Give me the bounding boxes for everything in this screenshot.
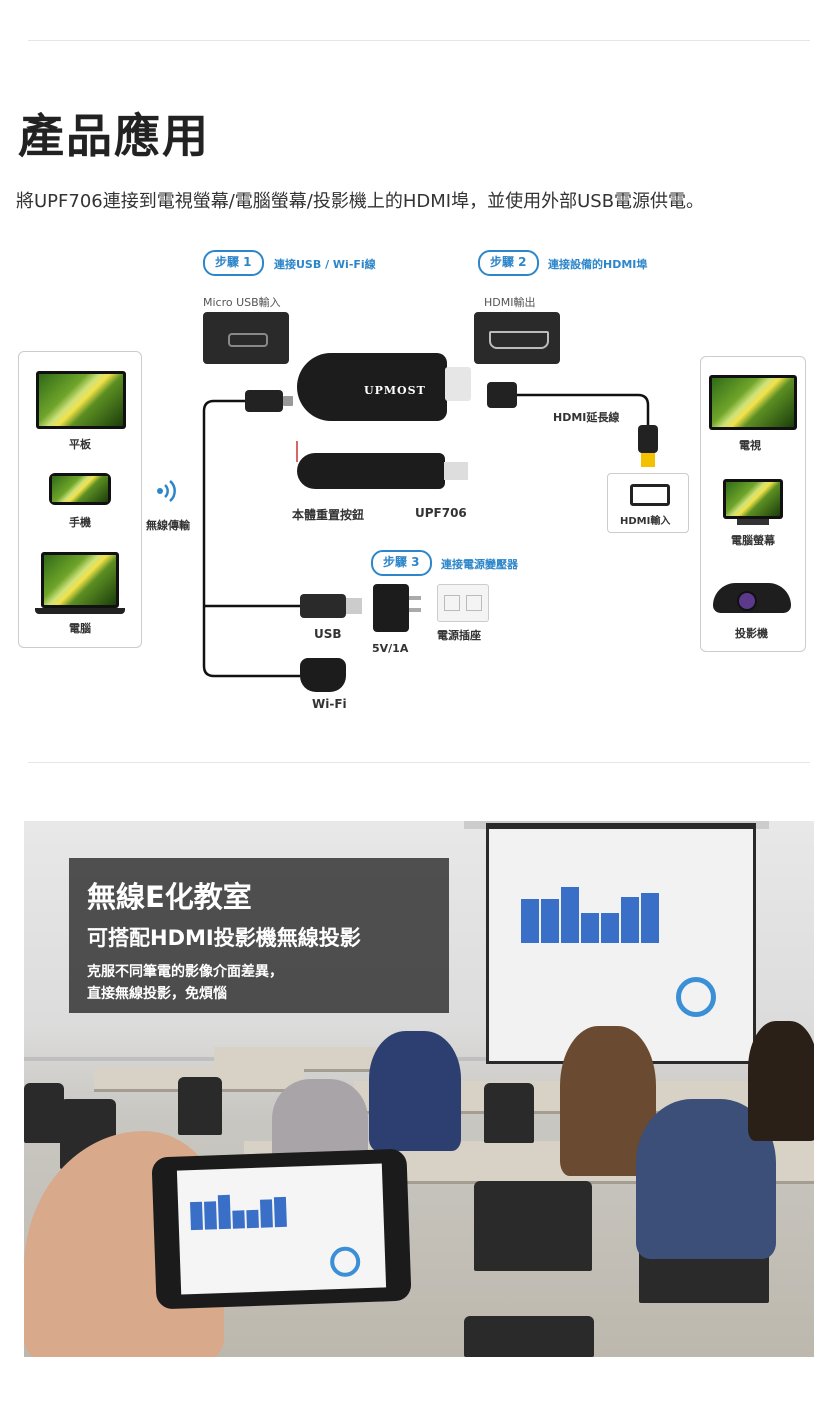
tablet-image — [36, 371, 126, 429]
connection-diagram: 步驟 1 連接USB / Wi-Fi線 步驟 2 連接設備的HDMI埠 Micr… — [0, 240, 830, 720]
top-divider — [28, 40, 810, 41]
micro-usb-port-icon — [228, 333, 268, 347]
adapter-label: 5V/1A — [372, 642, 409, 655]
left-devices-panel: 平板 手機 電腦 — [18, 351, 142, 648]
step3-badge: 步驟 3 — [371, 550, 432, 576]
hdmi-cable-plug — [487, 382, 517, 408]
phone-image — [49, 473, 111, 505]
chair — [464, 1316, 594, 1357]
laptop-base — [35, 608, 125, 614]
step1-badge: 步驟 1 — [203, 250, 264, 276]
hdmi-input-label: HDMI輸入 — [620, 516, 671, 527]
wifi-dongle — [300, 658, 346, 692]
phone-screen — [176, 1163, 387, 1295]
banner-line-2: 直接無線投影，免煩惱 — [87, 986, 227, 1002]
right-devices-panel: 電視 電腦螢幕 投影機 — [700, 356, 806, 652]
micro-usb-callout — [203, 312, 289, 364]
classroom-photo: 無線E化教室 可搭配HDMI投影機無線投影 克服不同筆電的影像介面差異， 直接無… — [24, 821, 814, 1357]
outlet-socket-1 — [444, 595, 460, 611]
micro-usb-plug — [245, 390, 283, 412]
chair — [24, 1083, 64, 1143]
laptop-label: 電腦 — [69, 622, 91, 635]
chair — [484, 1083, 534, 1143]
chair — [474, 1181, 592, 1271]
hdmi-cable-yellow-tip — [641, 453, 655, 467]
projector-label: 投影機 — [735, 627, 768, 640]
step2-badge: 步驟 2 — [478, 250, 539, 276]
monitor-label: 電腦螢幕 — [731, 534, 775, 547]
screen-donut — [676, 977, 716, 1017]
banner-title: 無線E化教室 — [87, 880, 252, 914]
tablet-label: 平板 — [69, 438, 91, 451]
step3-desc: 連接電源變壓器 — [441, 558, 518, 571]
hdmi-input-callout: HDMI輸入 — [607, 473, 689, 533]
cable-lines — [202, 393, 650, 678]
adapter-prongs — [409, 596, 421, 600]
laptop-image — [41, 552, 119, 608]
wireless-label: 無線傳輸 — [146, 519, 190, 532]
hdmi-input-port-icon — [630, 484, 670, 506]
phone-screen-donut — [329, 1246, 361, 1278]
page-title: 產品應用 — [18, 109, 210, 163]
middle-divider — [28, 762, 810, 763]
usb-label: USB — [314, 627, 342, 641]
smartphone — [151, 1148, 412, 1310]
monitor-image — [723, 479, 783, 519]
upf706-dongle — [297, 353, 447, 421]
hdmi-out-label: HDMI輸出 — [484, 296, 536, 309]
hdmi-cable-end — [638, 425, 658, 453]
hdmi-cable-label: HDMI延長線 — [553, 411, 620, 424]
projection-screen — [486, 823, 756, 1064]
wifi-label: Wi-Fi — [312, 697, 347, 711]
dongle-hdmi-connector — [445, 367, 471, 401]
tv-label: 電視 — [739, 439, 761, 452]
outlet-socket-2 — [466, 595, 482, 611]
projector-image — [713, 583, 791, 613]
student — [369, 1031, 461, 1151]
power-outlet — [437, 584, 489, 622]
phone-screen-chart — [190, 1191, 291, 1231]
power-adapter — [373, 584, 409, 632]
micro-usb-tip — [283, 396, 293, 406]
brand-logo: UPMOST — [364, 384, 426, 397]
outlet-label: 電源插座 — [437, 629, 481, 642]
intro-text: 將UPF706連接到電視螢幕/電腦螢幕/投影機上的HDMI埠，並使用外部USB電… — [16, 191, 705, 212]
dongle-side-connector — [444, 462, 468, 480]
wireless-icon — [157, 480, 176, 502]
chair — [178, 1077, 222, 1135]
monitor-stand — [737, 519, 769, 525]
dongle-side-view — [297, 453, 445, 489]
reset-button-label: 本體重置按鈕 — [292, 508, 365, 522]
student — [748, 1021, 814, 1141]
tv-image — [709, 375, 797, 430]
micro-usb-label: Micro USB輸入 — [203, 296, 281, 309]
step2-desc: 連接設備的HDMI埠 — [548, 258, 648, 271]
usb-plug — [300, 594, 346, 618]
hdmi-port-icon — [489, 331, 549, 349]
banner-subtitle: 可搭配HDMI投影機無線投影 — [87, 926, 361, 950]
banner-line-1: 克服不同筆電的影像介面差異， — [87, 964, 283, 980]
screen-chart — [519, 873, 659, 943]
banner-overlay: 無線E化教室 可搭配HDMI投影機無線投影 克服不同筆電的影像介面差異， 直接無… — [69, 858, 449, 1013]
phone-label: 手機 — [69, 516, 91, 529]
projector-lens — [737, 591, 757, 611]
hdmi-out-callout — [474, 312, 560, 364]
usb-tip — [346, 598, 362, 614]
model-label: UPF706 — [415, 506, 467, 520]
step1-desc: 連接USB / Wi-Fi線 — [274, 258, 376, 271]
